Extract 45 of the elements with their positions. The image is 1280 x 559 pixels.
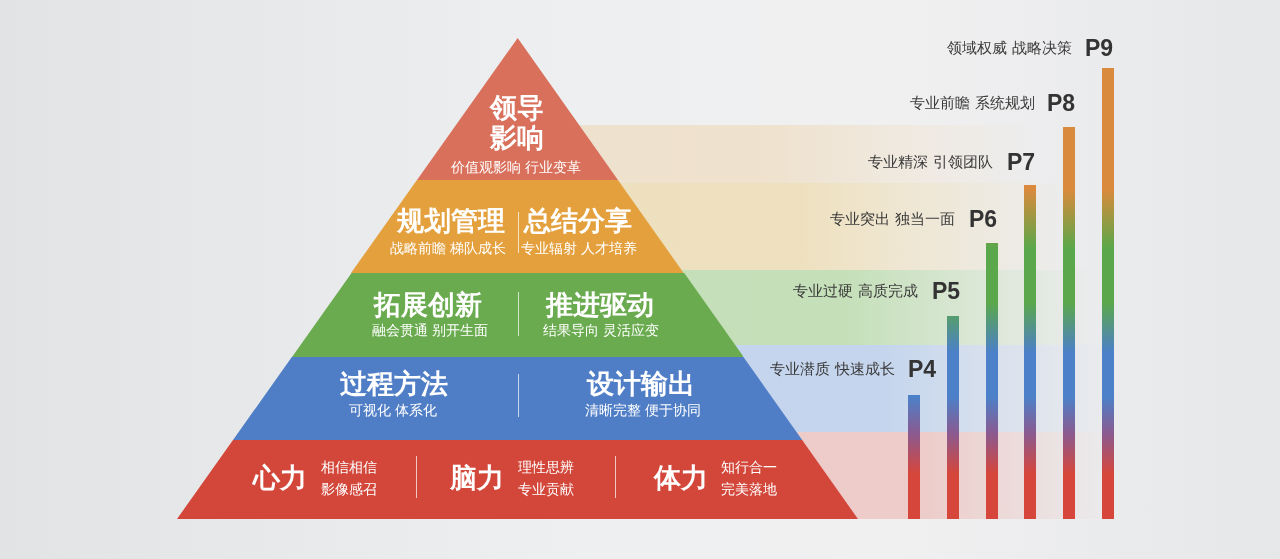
level-code: P8	[1047, 90, 1076, 116]
tier-heading: 体力	[653, 463, 708, 493]
pyramid-tier	[291, 273, 744, 357]
level-code: P5	[932, 278, 961, 304]
tier-heading: 领导影响	[488, 93, 545, 153]
level-bar	[1024, 185, 1036, 519]
tier-note: 相信相信	[321, 458, 377, 476]
tier-heading: 推进驱动	[546, 290, 654, 320]
tier-heading: 过程方法	[340, 369, 448, 399]
level-description: 专业前瞻 系统规划	[910, 93, 1035, 113]
level-code: P4	[908, 356, 937, 382]
tier-subtitle: 可视化 体系化	[348, 401, 438, 419]
pyramid-tier	[417, 38, 619, 180]
level-bar	[986, 243, 998, 519]
level-description: 专业突出 独当一面	[830, 209, 955, 229]
level-description: 专业潜质 快速成长	[770, 359, 895, 379]
tier-note: 专业贡献	[518, 480, 574, 498]
tier-note: 知行合一	[721, 458, 777, 476]
tier-subtitle: 融会贯通 别开生面	[371, 321, 489, 339]
tier-note: 完美落地	[721, 480, 777, 498]
tier-subtitle: 专业辐射 人才培养	[520, 239, 638, 257]
tier-subtitle: 价值观影响 行业变革	[450, 158, 582, 176]
tier-subtitle: 结果导向 灵活应变	[542, 321, 660, 339]
tier-note: 影像感召	[321, 480, 377, 498]
tier-subtitle: 战略前瞻 梯队成长	[389, 239, 507, 257]
tier-heading: 规划管理	[397, 206, 505, 236]
level-code: P7	[1007, 149, 1036, 175]
level-code: P9	[1085, 35, 1114, 61]
pyramid-tier	[177, 440, 858, 519]
level-description: 领域权威 战略决策	[947, 38, 1072, 58]
level-bar	[1102, 68, 1114, 519]
tier-heading: 拓展创新	[374, 290, 482, 320]
level-bar	[947, 316, 959, 519]
level-code: P6	[969, 206, 998, 232]
tier-subtitle: 清晰完整 便于协同	[584, 401, 702, 419]
level-bar	[908, 395, 920, 519]
pyramid-tier	[351, 180, 685, 273]
tier-heading: 心力	[253, 463, 307, 493]
tier-note: 理性思辨	[518, 458, 574, 476]
tier-heading: 脑力	[449, 463, 504, 493]
tier-heading: 设计输出	[587, 369, 695, 399]
level-description: 专业精深 引领团队	[868, 152, 993, 172]
tier-heading: 总结分享	[524, 206, 633, 236]
level-description: 专业过硬 高质完成	[793, 281, 918, 301]
level-bar	[1063, 127, 1075, 519]
